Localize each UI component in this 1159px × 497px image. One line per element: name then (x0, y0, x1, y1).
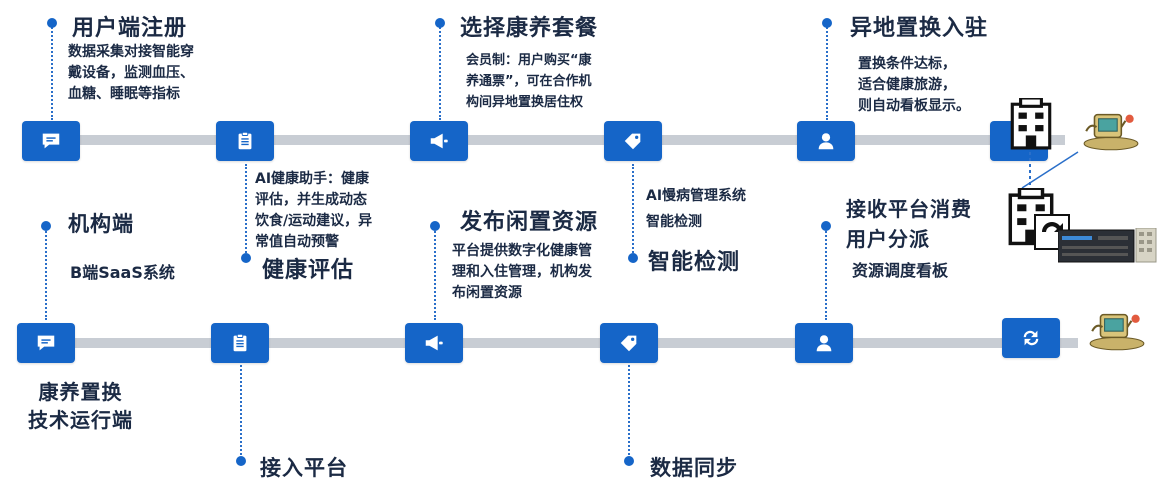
desc-line: 智能检测 (646, 214, 702, 230)
clipboard-icon (229, 332, 251, 354)
top-track (25, 135, 1065, 145)
stage-title-institution: 机构端 (68, 212, 134, 236)
bullet-bottom-1 (41, 221, 51, 231)
title-line: 接收平台消费 (846, 197, 972, 221)
desc-line: 理和入住管理，机构发 (452, 264, 592, 280)
bottom-node-sync[interactable] (600, 323, 658, 363)
title-line: 技术运行端 (28, 408, 133, 432)
stage-title-detection: 智能检测 (648, 250, 741, 275)
desc-line: 戴设备，监测血压、 (68, 65, 194, 81)
server-rack-icon (1058, 228, 1157, 263)
person-icon (815, 130, 837, 152)
desc-line: 适合健康旅游， (858, 77, 956, 93)
person-icon (813, 332, 835, 354)
bottom-track (18, 338, 1078, 348)
chat-bubble-icon (40, 130, 62, 152)
connector-bottom-4 (628, 365, 630, 459)
clipboard-icon (234, 130, 256, 152)
desc-line: 置换条件达标， (858, 56, 956, 72)
bullet-top-1 (47, 18, 57, 28)
stage-title-register: 用户端注册 (72, 16, 188, 41)
bottom-node-institution[interactable] (17, 323, 75, 363)
desc-line: 血糖、睡眠等指标 (68, 86, 180, 102)
bottom-node-publish[interactable] (405, 323, 463, 363)
stage-title-dispatch: 接收平台消费 用户分派 (846, 194, 972, 254)
stage-title-access: 接入平台 (260, 456, 348, 480)
desc-line: AI健康助手：健康 (255, 171, 370, 187)
desc-line: 构间异地置换居住权 (466, 95, 584, 110)
bullet-bottom-2 (236, 456, 246, 466)
computer-cartoon-icon (1080, 100, 1142, 152)
stage-desc-register: 数据采集对接智能穿 戴设备，监测血压、 血糖、睡眠等指标 (68, 42, 238, 105)
title-line: 康养置换 (38, 380, 123, 404)
bullet-bottom-5 (821, 221, 831, 231)
bullet-top-5 (822, 18, 832, 28)
desc-line: 常值自动预警 (255, 234, 339, 250)
refresh-icon (1020, 327, 1042, 349)
tag-icon (622, 130, 644, 152)
chat-bubble-icon (35, 332, 57, 354)
bullet-top-4 (628, 253, 638, 263)
bullet-bottom-4 (624, 456, 634, 466)
bottom-node-access[interactable] (211, 323, 269, 363)
stage-desc-checkin: 置换条件达标， 适合健康旅游， 则自动看板显示。 (858, 54, 1008, 117)
connector-bottom-5 (825, 228, 827, 320)
bottom-node-dispatch[interactable] (795, 323, 853, 363)
link-line-icon (1021, 151, 1079, 189)
bullet-top-2 (241, 253, 251, 263)
connector-top-3 (439, 24, 441, 120)
top-node-detection[interactable] (604, 121, 662, 161)
desc-line: 养通票”，可在合作机 (466, 74, 592, 89)
megaphone-icon (428, 130, 450, 152)
title-line: 用户分派 (846, 227, 930, 251)
stage-title-runtime: 康养置换 技术运行端 (28, 378, 133, 434)
stage-title-assessment: 健康评估 (262, 258, 355, 283)
stage-desc-publish: 平台提供数字化健康管 理和入住管理，机构发 布闲置资源 (452, 241, 652, 304)
desc-line: 则自动看板显示。 (858, 98, 970, 114)
stage-title-publish: 发布闲置资源 (460, 210, 599, 235)
stage-desc-package: 会员制：用户购买“康 养通票”，可在合作机 构间异地置换居住权 (466, 50, 646, 113)
top-node-register[interactable] (22, 121, 80, 161)
desc-line: 饮食/运动建议，异 (255, 213, 373, 229)
desc-line: 平台提供数字化健康管 (452, 243, 592, 259)
connector-bottom-1 (45, 228, 47, 320)
desc-line: AI慢病管理系统 (646, 188, 747, 204)
stage-desc-assessment: AI健康助手：健康 评估，并生成动态 饮食/运动建议，异 常值自动预警 (255, 169, 415, 253)
top-node-package[interactable] (410, 121, 468, 161)
stage-title-sync: 数据同步 (650, 456, 738, 480)
megaphone-icon (423, 332, 445, 354)
connector-top-2 (245, 164, 247, 256)
desc-line: 会员制：用户购买“康 (466, 53, 592, 68)
bullet-bottom-3 (430, 221, 440, 231)
stage-title-package: 选择康养套餐 (460, 16, 599, 41)
stage-desc-detection: AI慢病管理系统 智能检测 (646, 183, 796, 235)
desc-line: 布闲置资源 (452, 285, 522, 301)
tag-icon (618, 332, 640, 354)
top-node-assessment[interactable] (216, 121, 274, 161)
connector-top-5 (826, 24, 828, 120)
desc-line: 数据采集对接智能穿 (68, 44, 194, 60)
stage-desc-dispatch: 资源调度看板 (852, 261, 949, 280)
stage-title-checkin: 异地置换入驻 (850, 16, 989, 41)
connector-top-4 (632, 164, 634, 256)
connector-bottom-2 (240, 365, 242, 459)
top-node-checkin[interactable] (797, 121, 855, 161)
computer-cartoon-icon (1086, 300, 1148, 352)
hospital-building-icon (1010, 98, 1052, 150)
bullet-top-3 (435, 18, 445, 28)
connector-bottom-3 (434, 228, 436, 320)
connector-top-1 (51, 24, 53, 120)
stage-desc-institution: B端SaaS系统 (70, 263, 175, 282)
bottom-node-exchange[interactable] (1002, 318, 1060, 358)
desc-line: 评估，并生成动态 (255, 192, 367, 208)
